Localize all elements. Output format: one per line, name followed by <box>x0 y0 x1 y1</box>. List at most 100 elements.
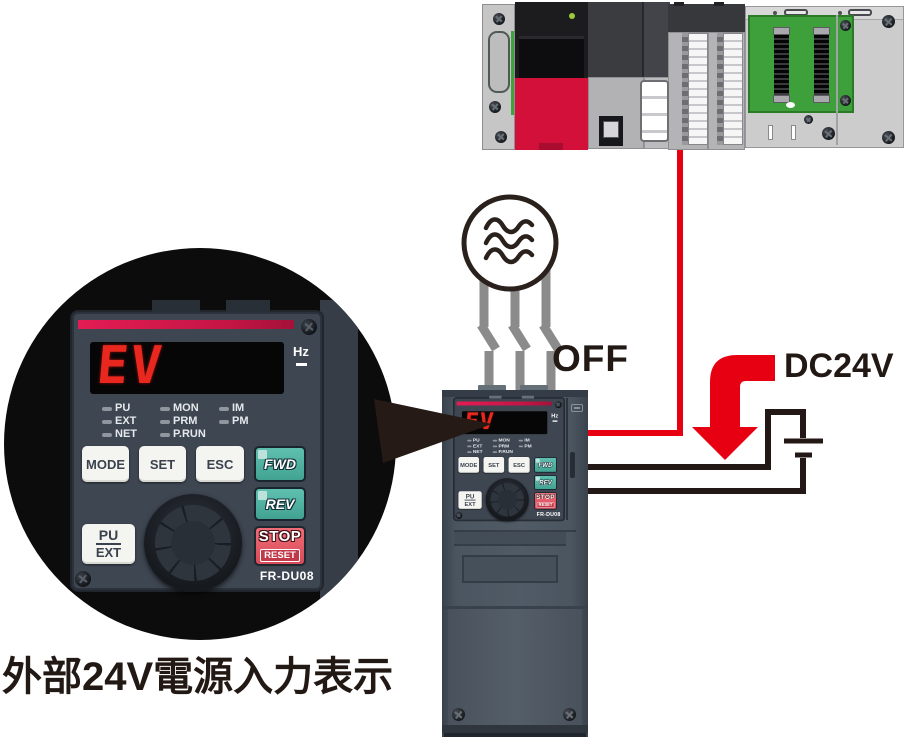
plc-unit <box>482 2 906 152</box>
figure-caption: 外部24V電源入力表示 <box>2 655 394 699</box>
setting-dial <box>485 478 529 522</box>
plc-to-inverter-red-wire <box>588 150 683 436</box>
hz-label: Hz <box>551 412 559 419</box>
stop-reset-button: STOP RESET <box>254 526 306 566</box>
battery-icon <box>784 438 823 458</box>
button-led-icon <box>258 491 267 500</box>
front-connector-icon <box>640 80 669 142</box>
screw-icon <box>495 131 507 143</box>
plc-io-module <box>668 2 708 150</box>
rev-button: REV <box>534 475 557 490</box>
led-indicator-icon <box>160 419 170 424</box>
hz-label: Hz <box>293 344 309 359</box>
plc-io-module <box>708 2 745 150</box>
plc-cpu-module <box>588 2 644 149</box>
panel-model-label: FR-DU08 <box>536 511 561 518</box>
led-indicator-icon <box>160 432 170 437</box>
power-wires-with-switch <box>477 258 562 398</box>
screw-icon <box>301 319 317 335</box>
led-indicator-icon <box>492 439 498 442</box>
screw-icon <box>882 131 895 144</box>
board-connector-icon <box>773 27 790 103</box>
power-led-icon <box>569 13 575 19</box>
led-indicator-icon <box>160 406 170 411</box>
board-led-icon <box>786 102 795 108</box>
panel-accent-stripe <box>456 401 552 406</box>
mounting-slot <box>768 125 773 140</box>
inverter-front-cover <box>448 609 582 725</box>
status-led-grid: PU EXT NET MON PRM P.RUN IM PM <box>467 438 555 456</box>
inverter-operation-panel: EV Hz PU EXT NET MON PRM P.RUN IM PM MOD… <box>454 395 564 522</box>
seven-segment-display: EV <box>461 411 548 435</box>
power-module-red-cover <box>515 78 588 150</box>
mode-button: MODE <box>458 456 480 473</box>
led-indicator-icon <box>102 432 112 437</box>
power-source-icon <box>461 194 559 292</box>
dc24v-arrow-icon <box>692 355 775 460</box>
set-button: SET <box>483 456 505 473</box>
led-indicator-icon <box>492 445 498 448</box>
magnified-operation-panel: EV Hz PU EXT NET MON PRM P.RUN IM PM MOD… <box>72 300 322 592</box>
plc-power-supply-module <box>515 2 588 150</box>
hz-led-icon <box>296 363 307 366</box>
ethernet-port-icon <box>599 116 623 146</box>
screw-icon <box>822 127 835 140</box>
screw-icon <box>563 708 576 721</box>
board-connector-icon <box>813 27 830 103</box>
screw-icon <box>493 13 505 25</box>
screw-icon <box>489 101 501 113</box>
off-label: OFF <box>552 338 629 379</box>
screw-icon <box>804 115 813 124</box>
front-cover-slot <box>462 555 558 583</box>
button-led-icon <box>535 458 540 463</box>
inverter-unit: EV Hz PU EXT NET MON PRM P.RUN IM PM MOD… <box>442 385 588 737</box>
screw-icon <box>840 20 851 31</box>
battery-wires <box>588 409 806 494</box>
display-value: EV <box>463 411 496 435</box>
rev-button: REV <box>254 487 306 521</box>
button-led-icon <box>258 450 267 459</box>
led-indicator-icon <box>467 451 472 453</box>
terminal-screws <box>717 33 723 145</box>
led-indicator-icon <box>467 439 472 442</box>
screw-icon <box>452 708 465 721</box>
seven-segment-display: EV <box>90 342 284 394</box>
pu-ext-button: PU EXT <box>458 491 482 509</box>
led-indicator-icon <box>518 439 524 442</box>
power-module-flap <box>519 36 584 79</box>
screw-icon <box>75 571 91 587</box>
usb-icon <box>571 404 583 412</box>
operation-panel: EV Hz PU EXT NET MON PRM P.RUN IM PM MOD… <box>72 300 322 592</box>
terminal-screws <box>682 33 688 145</box>
led-indicator-icon <box>492 451 498 453</box>
pu-ext-button: PU EXT <box>82 524 135 564</box>
screw-icon <box>554 401 562 409</box>
dc24v-label: DC24V <box>784 347 894 385</box>
status-led-grid: PU EXT NET MON PRM P.RUN IM PM <box>102 402 302 444</box>
panel-accent-stripe <box>78 320 294 329</box>
led-indicator-icon <box>219 406 229 411</box>
display-value: EV <box>94 342 167 394</box>
plc-base-rail <box>482 4 515 150</box>
fwd-button: FWD <box>534 456 557 473</box>
operation-panel: EV Hz PU EXT NET MON PRM P.RUN IM PM MOD… <box>454 395 564 522</box>
zoom-lens-circle: EV Hz PU EXT NET MON PRM P.RUN IM PM MOD… <box>4 248 396 640</box>
power-module-notch <box>539 143 563 150</box>
mounting-slot <box>848 9 872 16</box>
hz-led-icon <box>552 420 558 422</box>
power-module-top <box>515 2 588 79</box>
led-indicator-icon <box>102 406 112 411</box>
button-led-icon <box>535 476 540 481</box>
led-indicator-icon <box>518 445 524 448</box>
panel-model-label: FR-DU08 <box>259 569 314 583</box>
screw-icon <box>455 511 463 519</box>
screw-icon <box>840 95 851 106</box>
led-indicator-icon <box>219 419 229 424</box>
led-indicator-icon <box>467 445 472 448</box>
din-slot <box>488 31 510 93</box>
fwd-button: FWD <box>254 446 306 482</box>
stop-reset-button: STOP RESET <box>534 492 557 510</box>
led-indicator-icon <box>102 419 112 424</box>
green-circuit-board <box>748 15 854 113</box>
